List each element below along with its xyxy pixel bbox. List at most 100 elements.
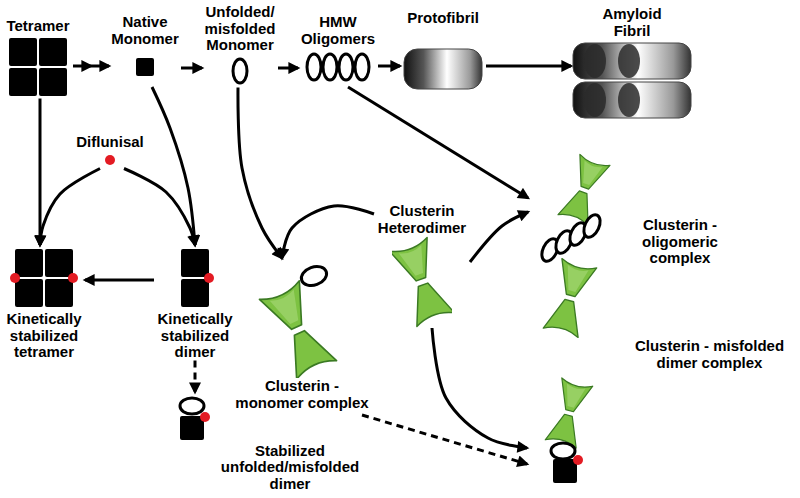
species-illustration [220,54,260,88]
protein-subunit [181,279,209,307]
fibril-cylinder [404,49,482,89]
species-node: Tetramer [3,18,73,99]
species-label: Protofibril [403,10,483,27]
clusterin-highlight [399,245,431,279]
fibril-segment [618,44,640,78]
reaction-arrow [470,212,528,262]
species-label: Clusterin - misfolded dimer complex [627,338,792,371]
clusterin-chain [392,238,440,286]
clusterin-highlight [561,383,585,409]
protein-subunit [45,279,73,307]
clusterin-highlight [561,265,588,294]
protein-subunit [39,38,67,66]
protein-subunit [39,68,67,96]
reaction-arrow [486,65,571,68]
misfolded-monomer [323,54,337,80]
species-node: Amyloid Fibril [571,6,693,123]
protein-subunit [45,249,73,277]
species-illustration [172,392,218,492]
species-label: Native Monomer [109,14,181,47]
species-illustration [9,245,79,311]
species-illustration [100,151,120,169]
clusterin-chain [570,154,610,193]
species-node: Clusterin - oligomeric complex [528,146,728,338]
fibril-segment [584,83,606,117]
species-label: Diflunisal [70,134,150,151]
reaction-arrow [39,99,42,246]
misfolded-monomer [339,54,353,80]
misfolded-monomer [180,398,204,414]
species-illustration [571,39,693,123]
species-illustration [252,258,352,378]
fibril-cylinder [573,82,691,118]
species-label: Clusterin Heterodimer [374,203,470,236]
species-illustration [528,146,632,338]
protein-subunit [9,38,37,66]
reaction-arrow [181,67,202,70]
species-label: Amyloid Fibril [596,6,668,39]
protein-subunit [15,249,43,277]
clusterin-chain [279,324,336,378]
protein-subunit [136,58,154,76]
species-node: Clusterin Heterodimer [374,203,470,328]
fibril-segment [584,44,606,78]
misfolded-monomer [355,54,369,80]
species-node: Kinetically stabilized dimer [154,245,236,361]
species-label: HMW Oligomers [298,14,378,47]
clusterin-chain [554,378,593,415]
species-illustration [298,47,378,87]
fibril-cylinder [573,43,691,79]
diflunisal-dot [10,273,20,283]
species-node: Clusterin - monomer complex [234,258,370,411]
species-label: Tetramer [3,18,73,35]
species-illustration [125,47,165,87]
misfolded-monomer [581,212,604,240]
misfolded-monomer [307,54,321,80]
species-illustration [175,245,215,311]
reaction-arrow [278,67,298,70]
diflunisal-dot [573,455,583,465]
reaction-arrow [348,87,528,198]
clusterin-heterodimer [392,238,452,327]
clusterin-heterodimer [543,259,596,338]
protein-subunit [9,68,37,96]
protein-subunit [181,249,209,277]
misfolded-monomer [233,59,247,83]
diflunisal-dot [105,155,115,165]
clusterin-highlight [270,290,306,328]
clusterin-heterodimer [259,281,336,378]
species-label: Unfolded/ misfolded Monomer [202,4,278,54]
species-label: Kinetically stabilized tetramer [3,311,85,361]
reaction-arrow [152,87,195,245]
species-node: Stabilized unfolded/misfolded dimer [172,392,362,492]
species-illustration [4,35,72,99]
dashed-arrow [194,361,197,393]
reaction-arrow [378,65,400,68]
clusterin-heterodimer [545,378,592,448]
diflunisal-dot [68,273,78,283]
fibril-segment [618,83,640,117]
reaction-arrow [124,169,195,246]
species-node: Clusterin - misfolded dimer complex [527,338,792,489]
clusterin-chain [404,278,452,326]
misfolded-monomer [551,443,575,459]
species-illustration [527,371,627,489]
clusterin-chain [553,259,596,300]
reaction-arrow [238,88,282,259]
species-node: Native Monomer [109,14,181,87]
species-label: Clusterin - oligomeric complex [632,217,728,267]
species-node: HMW Oligomers [298,14,378,87]
reaction-arrow [73,65,109,68]
species-node: Diflunisal [70,134,150,169]
species-illustration [392,236,452,328]
species-label: Stabilized unfolded/misfolded dimer [218,443,362,493]
clusterin-chain [543,296,586,337]
clusterin-highlight [577,160,602,187]
reaction-arrow [432,328,527,448]
species-label: Kinetically stabilized dimer [154,311,236,361]
species-illustration [400,27,486,97]
species-node: Protofibril [400,10,486,97]
protein-subunit [553,459,577,483]
misfolded-monomer [299,263,330,289]
species-label: Clusterin - monomer complex [234,378,370,411]
